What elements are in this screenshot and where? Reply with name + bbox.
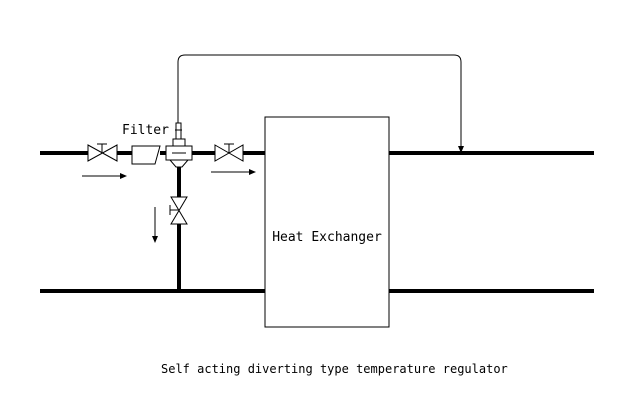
temperature-regulator-valve-icon xyxy=(165,122,193,168)
gate-valve-icon xyxy=(87,143,118,162)
flow-arrow-icon xyxy=(211,169,256,175)
strainer-filter-icon xyxy=(131,145,161,165)
heat-exchanger-box xyxy=(264,116,390,328)
heat-exchanger-label: Heat Exchanger xyxy=(272,230,382,245)
sensor-bulb-icon xyxy=(458,146,464,153)
diagram-caption: Self acting diverting type temperature r… xyxy=(161,362,508,376)
sensor-capillary-line xyxy=(177,54,462,150)
gate-valve-icon xyxy=(169,196,188,225)
gate-valve-icon xyxy=(214,143,244,162)
filter-label: Filter xyxy=(122,123,169,138)
flow-arrow-icon xyxy=(152,207,158,243)
flow-arrow-icon xyxy=(82,173,127,179)
